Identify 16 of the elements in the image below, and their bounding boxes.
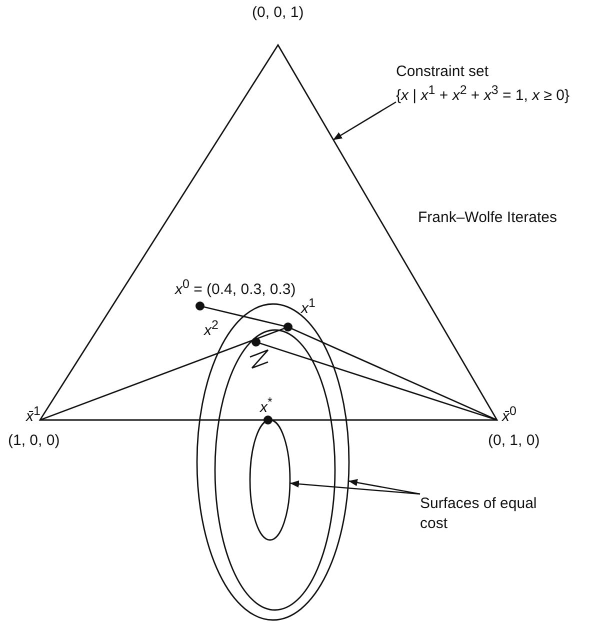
callout-text: {x | x$^{1}$ + x$^{2}$ + x$^{3}$ = 1, x ≥ 0} bbox=[396, 82, 570, 105]
point-label: (1, 0, 0) bbox=[8, 432, 60, 450]
leader-arrow bbox=[348, 479, 420, 495]
point-label: x̄$^{0}$ bbox=[502, 403, 516, 426]
point-label: x$^{2}$ bbox=[204, 317, 218, 340]
point-label: x$^{1}$ bbox=[301, 295, 316, 318]
callout-text: Constraint set bbox=[396, 62, 490, 81]
point-label: x$^{*}$ bbox=[260, 394, 272, 417]
leader-arrow bbox=[332, 101, 396, 141]
point-label: (0, 0, 1) bbox=[252, 4, 304, 22]
point-label: x$^{0}$ = (0.4, 0.3, 0.3) bbox=[175, 276, 296, 299]
callout-text: Surfaces of equal cost bbox=[420, 494, 540, 534]
point-label: Frank–Wolfe Iterates bbox=[418, 209, 557, 227]
leader-arrow bbox=[290, 480, 420, 495]
point-label: (0, 1, 0) bbox=[488, 432, 540, 450]
point-label: x̄$^{1}$ bbox=[26, 403, 40, 426]
